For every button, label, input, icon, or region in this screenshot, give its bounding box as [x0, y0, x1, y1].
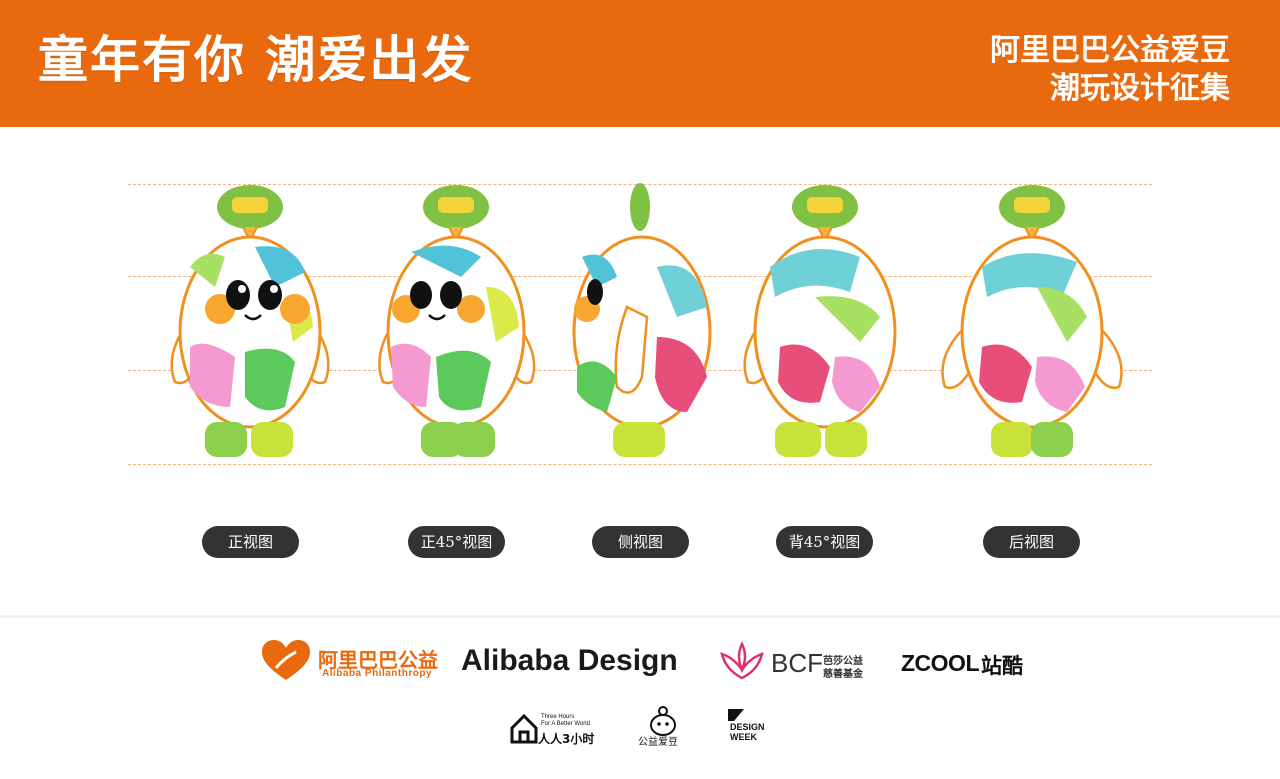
guide-line: [128, 464, 1152, 465]
view-label-back: 后视图: [983, 526, 1080, 558]
view-label-front: 正视图: [202, 526, 299, 558]
bcf-cn-line1: 芭莎公益: [823, 656, 863, 667]
three-hours-cn: 人人3小时: [538, 732, 595, 746]
campaign-subtitle-line1: 阿里巴巴公益爱豆: [990, 33, 1230, 68]
alibaba-design-logo: Alibaba Design: [461, 644, 678, 677]
heart-icon: [262, 640, 310, 680]
alibaba-philanthropy-en: Alibaba Philanthropy: [322, 668, 433, 679]
mascot-side-view: [537, 177, 747, 477]
mascot-back-view: [927, 177, 1137, 477]
campaign-subtitle: 阿里巴巴公益爱豆 潮玩设计征集: [990, 32, 1230, 108]
bcf-cn-line2: 慈善基金: [823, 669, 863, 680]
turnaround-stage: 正视图 正45°视图 侧视图 背45°视图 后视图: [0, 127, 1280, 617]
mascot-front-view: [145, 177, 355, 477]
mascot-front45-view: [351, 177, 561, 477]
view-label-front45: 正45°视图: [408, 526, 505, 558]
campaign-title: 童年有你 潮爱出发: [38, 31, 474, 89]
three-hours-en: Three Hours For A Better World: [541, 714, 590, 728]
bcf-logo-text: BCF: [771, 648, 823, 678]
header-banner: 童年有你 潮爱出发 阿里巴巴公益爱豆 潮玩设计征集: [0, 0, 1280, 127]
mascot-back45-view: [720, 177, 930, 477]
footer-divider: [0, 615, 1280, 618]
three-hours-en-line2: For A Better World: [541, 721, 590, 727]
design-week-line1: DESIGN: [730, 722, 765, 732]
idol-mascot-icon: [650, 706, 676, 736]
zcool-logo-text: ZCOOL: [901, 650, 980, 676]
three-hours-en-line1: Three Hours: [541, 714, 575, 720]
idol-logo-cn: 公益爱豆: [638, 737, 678, 748]
campaign-subtitle-line2: 潮玩设计征集: [1050, 71, 1230, 106]
lotus-icon: [720, 641, 764, 680]
design-week-logo: DESIGN WEEK: [730, 722, 765, 742]
alibaba-philanthropy-cn: 阿里巴巴公益: [318, 648, 438, 672]
dw-icon: [728, 709, 744, 721]
zcool-logo-cn: 站酷: [981, 654, 1023, 678]
design-week-line2: WEEK: [730, 732, 757, 742]
house-icon: [510, 714, 538, 744]
view-label-back45: 背45°视图: [776, 526, 873, 558]
view-label-side: 侧视图: [592, 526, 689, 558]
